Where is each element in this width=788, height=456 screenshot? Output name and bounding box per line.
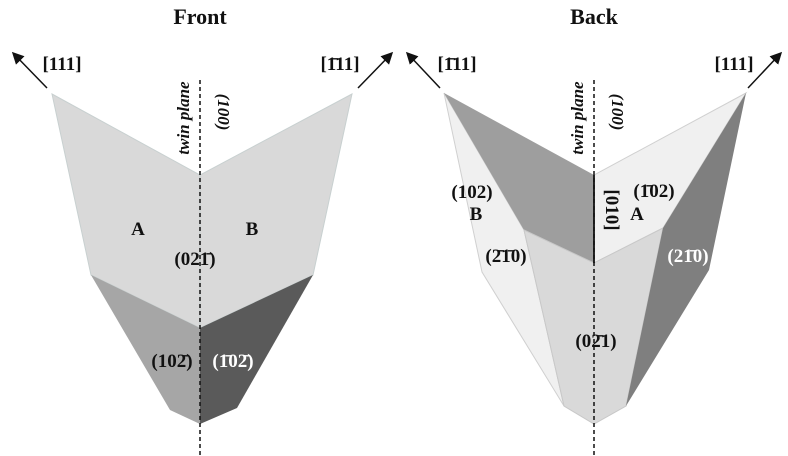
- face--10-2: [200, 275, 313, 424]
- dir-label-left: [1̄11]: [437, 54, 476, 75]
- arrow--111: [405, 51, 441, 89]
- face-label-2-10: (21̄0): [667, 246, 708, 267]
- face-102: [444, 93, 594, 263]
- arrow-111: [11, 51, 48, 89]
- edge-dir-label: [010]: [601, 189, 622, 230]
- front-title: Front: [173, 4, 227, 29]
- twin-a-label: A: [630, 204, 644, 225]
- twin-a-label: A: [131, 219, 145, 240]
- dir-label-left: [111]: [42, 54, 81, 75]
- twin-b-label: B: [470, 204, 483, 225]
- twin-b-label: B: [246, 219, 259, 240]
- front-view: Front [111] [1̄11] twin plane (100) A B …: [11, 4, 394, 456]
- face-label-top: (021̄): [174, 249, 215, 270]
- face-label-102: (102): [451, 182, 492, 203]
- face-label-right-bottom: (1̄02̄): [212, 351, 253, 372]
- back-title: Back: [570, 4, 618, 29]
- face-label-0-21: (02̄1): [575, 331, 616, 352]
- face-2-10: [626, 93, 746, 406]
- plane-index-label: (100): [214, 94, 233, 131]
- face-label--102: (1̄02): [633, 181, 674, 202]
- twin-plane-label: twin plane: [174, 81, 193, 155]
- arrow-111: [747, 51, 783, 89]
- dir-label-right: [111]: [714, 54, 753, 75]
- plane-index-label: (100): [608, 94, 627, 131]
- back-view: Back [1̄11] [111] twin plane (100) [010]…: [405, 4, 783, 456]
- twin-plane-label: twin plane: [568, 81, 587, 155]
- face-label-left-bottom: (102̄): [151, 351, 192, 372]
- face-10-2: [91, 275, 200, 424]
- face-label--2-10: (2̄1̄0): [485, 246, 526, 267]
- arrow--111: [357, 51, 394, 89]
- dir-label-right: [1̄11]: [320, 54, 359, 75]
